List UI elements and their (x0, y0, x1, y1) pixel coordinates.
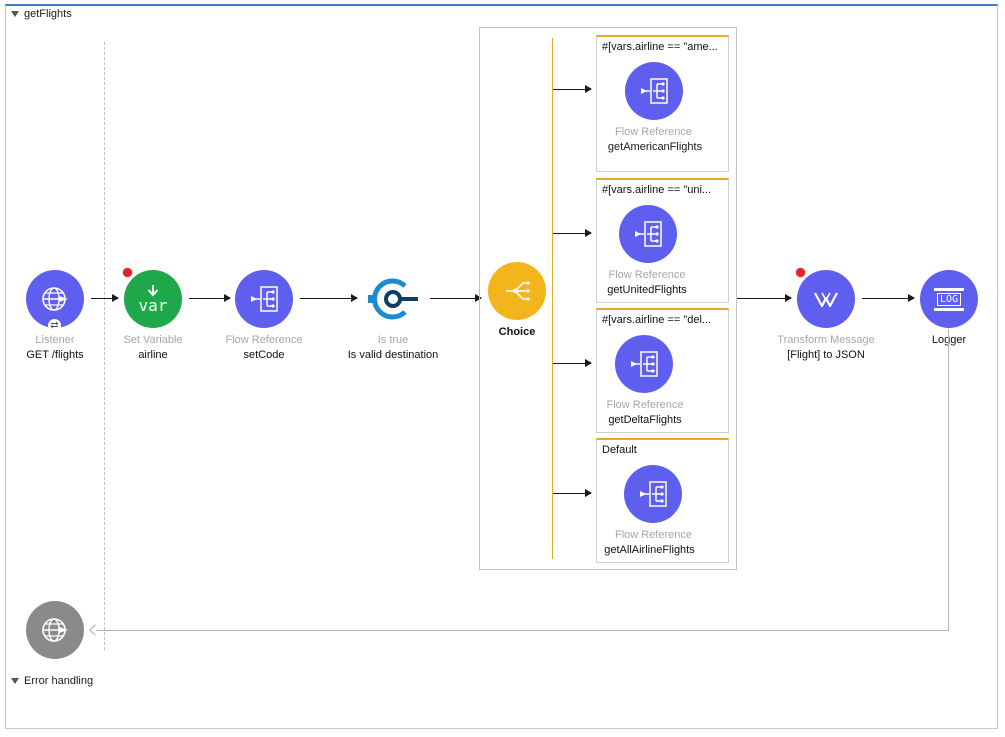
route-node-name-label: getAllAirlineFlights (604, 544, 695, 556)
flow-canvas (5, 4, 998, 729)
route-condition: Default (602, 444, 637, 456)
route-node-type-label: Flow Reference (606, 399, 684, 411)
choice-node[interactable] (488, 262, 546, 320)
connector-arrow (300, 294, 358, 302)
connector-arrow (189, 294, 231, 302)
route-when-american[interactable]: #[vars.airline == "ame... Flow Reference… (596, 35, 729, 172)
route-node-name-label: getAmericanFlights (607, 141, 703, 153)
route-default[interactable]: Default Flow Reference getAllAirlineFlig… (596, 438, 729, 563)
dataweave-icon (814, 292, 838, 308)
source-divider (104, 42, 105, 650)
choice-label: Choice (498, 326, 536, 338)
connector-arrow (862, 294, 915, 302)
logger-label: Logger (909, 334, 989, 346)
route-node-type-label: Flow Reference (614, 126, 693, 138)
route-arrow (553, 229, 592, 237)
logger-node[interactable]: LOG (920, 270, 978, 328)
source-return-node[interactable] (26, 601, 84, 659)
flow-title: getFlights (24, 8, 72, 20)
globe-icon (42, 287, 68, 311)
listener-node[interactable] (26, 270, 84, 328)
collapse-triangle-icon[interactable] (11, 678, 19, 684)
return-connector (948, 329, 949, 631)
route-arrow (553, 489, 592, 497)
flow-reference-setcode-node[interactable] (235, 270, 293, 328)
flow-reference-icon (641, 78, 668, 104)
set-variable-node[interactable]: var (124, 270, 182, 328)
error-indicator[interactable] (123, 268, 132, 277)
listener-type-label: Listener (35, 334, 75, 346)
error-handling-label: Error handling (24, 675, 94, 687)
choice-icon (506, 281, 530, 301)
route-arrow (553, 85, 592, 93)
log-icon: LOG (934, 287, 964, 311)
choice-router-container (479, 27, 737, 570)
validation-icon (368, 278, 418, 320)
listener-name-label: GET /flights (26, 349, 84, 361)
flow-header[interactable]: getFlights (11, 8, 72, 20)
flow-reference-all-airlines-node[interactable] (624, 465, 682, 523)
flow-reference-delta-node[interactable] (615, 335, 673, 393)
set-variable-name-label: airline (138, 349, 168, 361)
transform-message-node[interactable] (797, 270, 855, 328)
route-node-type-label: Flow Reference (608, 269, 686, 281)
var-icon-text: var (138, 296, 168, 315)
flow-reference-icon (251, 286, 278, 312)
route-when-united[interactable]: #[vars.airline == "uni... Flow Reference… (596, 178, 729, 303)
is-true-type-label: Is true (377, 334, 409, 346)
collapse-triangle-icon[interactable] (11, 11, 19, 17)
connector-arrow (737, 294, 792, 302)
route-condition: #[vars.airline == "ame... (602, 41, 718, 53)
connector-arrow (91, 294, 119, 302)
sync-icon: ⇄ (48, 319, 61, 332)
is-true-node[interactable] (364, 270, 422, 328)
error-indicator[interactable] (796, 268, 805, 277)
flow-ref-type-label: Flow Reference (225, 334, 303, 346)
log-icon-text: LOG (936, 292, 962, 306)
flow-reference-icon (640, 481, 667, 507)
flow-reference-united-node[interactable] (619, 205, 677, 263)
choice-branch-line (552, 38, 553, 559)
route-condition: #[vars.airline == "uni... (602, 184, 712, 196)
globe-icon (42, 618, 68, 642)
route-when-delta[interactable]: #[vars.airline == "del... Flow Reference… (596, 308, 729, 433)
return-connector (96, 630, 949, 631)
route-condition: #[vars.airline == "del... (602, 314, 712, 326)
route-node-name-label: getUnitedFlights (607, 284, 687, 296)
flow-reference-american-node[interactable] (625, 62, 683, 120)
route-node-type-label: Flow Reference (614, 529, 693, 541)
is-true-name-label: Is valid destination (347, 349, 439, 361)
flow-reference-icon (635, 221, 662, 247)
connector-arrow (430, 294, 482, 302)
transform-name-label: [Flight] to JSON (787, 349, 865, 361)
error-handling-header[interactable]: Error handling (11, 675, 93, 687)
variable-icon: var (138, 284, 168, 315)
flow-ref-name-label: setCode (243, 349, 285, 361)
transform-type-label: Transform Message (777, 334, 875, 346)
flow-reference-icon (631, 351, 658, 377)
set-variable-type-label: Set Variable (123, 334, 183, 346)
route-node-name-label: getDeltaFlights (608, 414, 682, 426)
route-arrow (553, 359, 592, 367)
